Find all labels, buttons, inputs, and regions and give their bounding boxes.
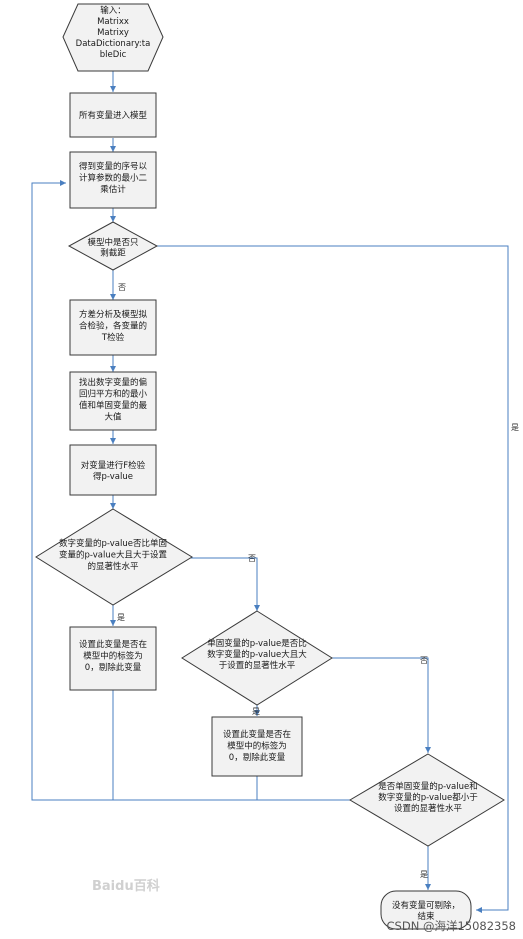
- decision-numeric-p-text: 数字变量的p-value否比单固变量的p-value大且大于设置的显著性水平: [59, 538, 167, 572]
- edges: [31, 71, 509, 913]
- f-test-node: [69, 444, 157, 496]
- decision-both-p-text: 是否单固变量的p-value和数字变量的p-value都小于设置的显著性水平: [378, 781, 478, 814]
- label-yes-decision3: 是: [252, 707, 260, 716]
- node-text-line: 回归平方和的最小: [79, 389, 148, 400]
- node-text-line: 模型中的标签为: [227, 741, 287, 752]
- node-text-line: 的显著性水平: [87, 561, 139, 572]
- baidu-watermark: Baidu百科: [92, 878, 160, 894]
- edge-decision3-no: [332, 657, 431, 753]
- node-text-line: 0，剔除此变量: [85, 662, 142, 673]
- decision-categorical-p-text: 单固变量的p-value是否比数字变量的p-value大且大于设置的显著性水平: [207, 638, 307, 671]
- node-text-line: T检验: [101, 332, 125, 343]
- label-yes-decision1: 是: [511, 423, 519, 432]
- node-text-line: 数字变量的p-value都小于: [378, 792, 478, 803]
- node-text-line: 是否单固变量的p-value和: [378, 781, 477, 792]
- node-text-line: 对变量进行F检验: [81, 460, 146, 471]
- all-vars-enter-text: 所有变量进入模型: [79, 110, 148, 121]
- node-text-line: 乘估计: [100, 184, 126, 195]
- node-text-line: 结束: [417, 911, 435, 922]
- csdn-footer: CSDN @海洋15082358: [387, 919, 516, 933]
- node-text-line: bleDic: [100, 50, 127, 60]
- nodes: [35, 3, 505, 930]
- node-text-line: DataDictionary:ta: [76, 39, 151, 49]
- node-text-line: 方差分析及模型拟: [79, 309, 148, 320]
- node-text-line: Matrixy: [97, 28, 129, 38]
- all-vars-enter-node: [69, 92, 157, 138]
- anova-t-test-node: [69, 299, 157, 356]
- node-text-line: 得p-value: [93, 471, 133, 482]
- node-text-line: 设置此变量是否在: [223, 729, 291, 740]
- node-text-line: 大值: [104, 412, 122, 423]
- node-text-line: 没有变量可剔除，: [392, 900, 460, 911]
- end-text: 没有变量可剔除，结束: [392, 900, 460, 922]
- node-text-line: 设置此变量是否在: [79, 639, 147, 650]
- node-text-line: 于设置的显著性水平: [219, 660, 296, 671]
- node-text-line: 计算参数的最小二: [79, 173, 148, 184]
- node-text-line: 0，剔除此变量: [229, 752, 286, 763]
- find-min-max-text: 找出数字变量的偏回归平方和的最小值和单固变量的最大值: [79, 377, 148, 423]
- node-text-line: 合检验，各变量的: [79, 321, 147, 332]
- node-text-line: 模型中是否只: [87, 237, 139, 248]
- node-text-line: 数字变量的p-value大且大: [207, 649, 307, 660]
- decision-only-intercept-text: 模型中是否只剩截距: [87, 237, 139, 259]
- label-no-decision3: 否: [420, 656, 428, 665]
- get-sequence-text: 得到变量的序号以计算参数的最小二乘估计: [79, 161, 148, 195]
- node-text-line: 单固变量的p-value是否比: [207, 638, 306, 649]
- edge-decision2-no: [190, 557, 260, 611]
- decision-categorical-p-node: [181, 610, 333, 706]
- edge-decision1-yes: [157, 245, 509, 913]
- remove-categorical-node: [211, 716, 303, 777]
- decision-both-p-node: [349, 753, 505, 847]
- node-text-line: Matrixx: [97, 17, 129, 27]
- node-text-line: 模型中的标签为: [83, 651, 143, 662]
- label-yes-decision2: 是: [117, 613, 125, 622]
- node-text-line: 变量的p-value大且大于设置: [59, 550, 167, 561]
- start-node: [62, 3, 164, 72]
- node-text-line: 值和单固变量的最: [79, 400, 148, 411]
- get-sequence-node: [69, 151, 157, 209]
- node-text-line: 找出数字变量的偏: [79, 377, 147, 388]
- node-text-line: 输入：: [100, 5, 126, 16]
- edge-loop-back: [31, 180, 350, 801]
- node-text-line: 设置的显著性水平: [394, 803, 463, 814]
- find-min-max-node: [69, 371, 157, 431]
- edge-labels: 否 是 否 是 否 是 是: [117, 283, 519, 879]
- label-no-decision2: 否: [248, 554, 256, 563]
- remove-numeric-node: [69, 626, 157, 691]
- node-text-line: 所有变量进入模型: [79, 110, 148, 121]
- node-text-line: 剩截距: [100, 248, 126, 259]
- decision-numeric-p-node: [35, 508, 193, 606]
- node-text-line: 得到变量的序号以: [79, 161, 148, 172]
- label-yes-decision4: 是: [420, 870, 428, 879]
- f-test-text: 对变量进行F检验得p-value: [81, 460, 146, 482]
- node-text-line: 数字变量的p-value否比单固: [59, 538, 167, 549]
- end-node: [380, 890, 472, 930]
- label-no-decision1: 否: [118, 283, 126, 292]
- decision-only-intercept-node: [67, 221, 159, 271]
